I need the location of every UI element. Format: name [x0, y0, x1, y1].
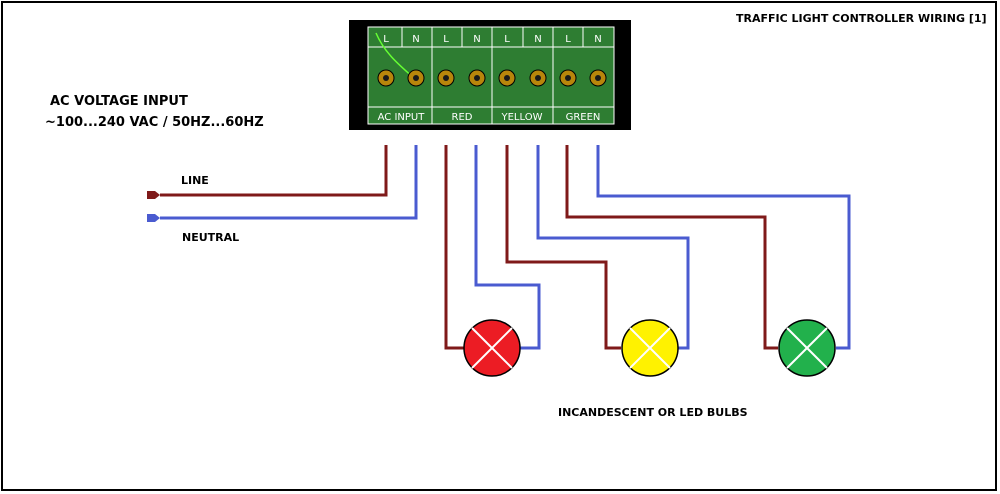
ac-input-spec: ~100...240 VAC / 50HZ...60HZ [45, 115, 264, 130]
pin-label: L [383, 34, 389, 45]
group-label-yellow: YELLOW [501, 112, 543, 123]
yellow-bulb-icon [621, 319, 679, 377]
group-label-ac-input: AC INPUT [378, 112, 426, 123]
green-neutral-wire [596, 145, 851, 350]
green-bulb-icon [778, 319, 836, 377]
pin-label: N [534, 34, 541, 45]
pin-label: N [412, 34, 419, 45]
terminal-board [367, 26, 615, 125]
pin-label: L [504, 34, 510, 45]
neutral-label: NEUTRAL [182, 231, 239, 244]
screw-terminals [377, 69, 607, 87]
red-neutral-wire [474, 145, 541, 350]
terminal-block: L N L N L N L N AC INPUT RED YELLOW GREE… [349, 20, 631, 130]
neutral-arrow-icon [147, 214, 160, 222]
pin-label: L [565, 34, 571, 45]
diagram-title: TRAFFIC LIGHT CONTROLLER WIRING [1] [736, 12, 987, 25]
ac-input-heading: AC VOLTAGE INPUT [50, 94, 188, 109]
line-arrow-icon [147, 191, 160, 199]
group-label-red: RED [452, 112, 473, 123]
yellow-line-wire [505, 145, 621, 350]
group-label-green: GREEN [566, 112, 601, 123]
yellow-neutral-wire [536, 145, 690, 350]
line-wire [147, 145, 388, 199]
bulbs-caption: INCANDESCENT OR LED BULBS [558, 406, 748, 419]
pin-label: N [473, 34, 480, 45]
pin-label: L [443, 34, 449, 45]
line-label: LINE [181, 174, 209, 187]
pin-label: N [594, 34, 601, 45]
neutral-wire [147, 145, 418, 222]
red-line-wire [444, 145, 465, 350]
green-line-wire [565, 145, 778, 350]
red-bulb-icon [463, 319, 521, 377]
